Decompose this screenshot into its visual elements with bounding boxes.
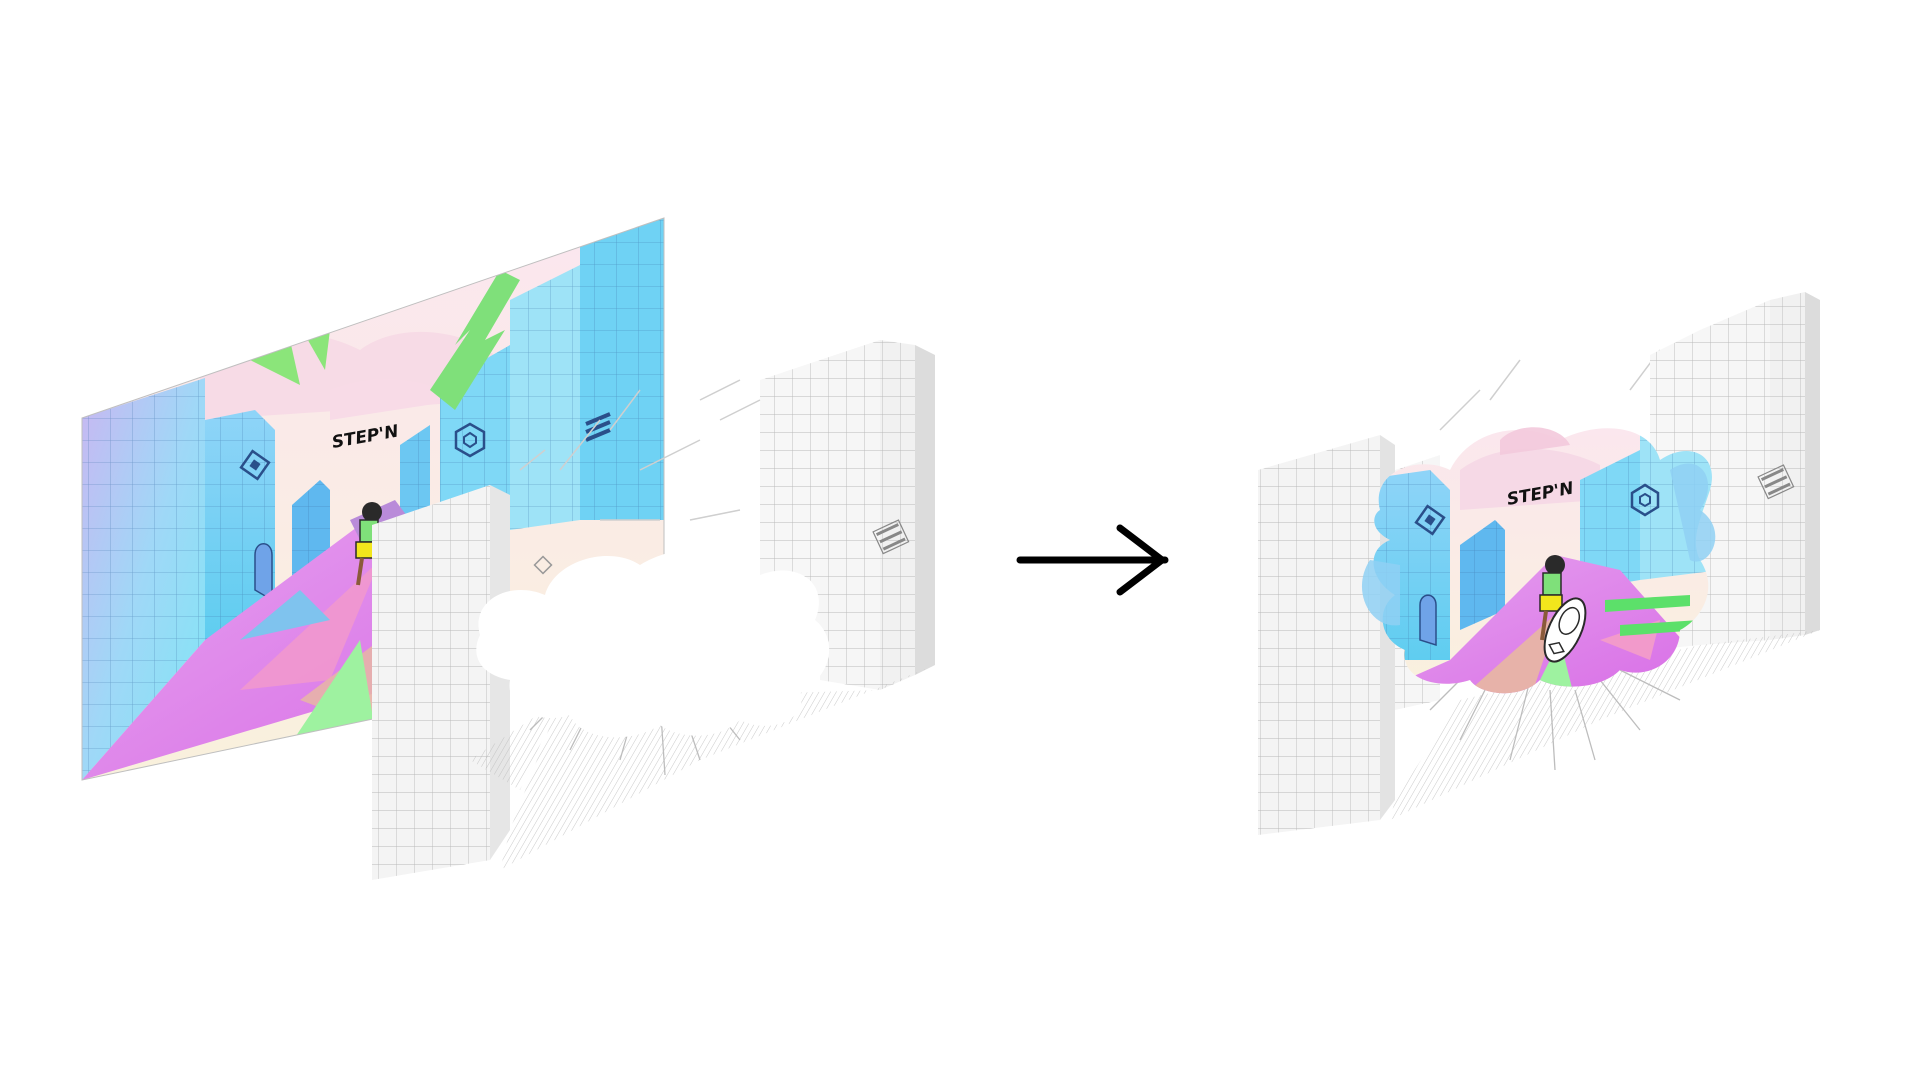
sneaker-sole-icon xyxy=(1543,597,1587,663)
hexagon-logo-icon-right xyxy=(1630,483,1660,517)
composite-scene-panel: STEP'N xyxy=(1258,292,1820,835)
hexagon-logo-icon xyxy=(454,422,486,458)
runner-figure-right xyxy=(1539,555,1565,641)
diamond-sketch-icon xyxy=(533,555,553,575)
stripes-sketch-icon-right xyxy=(1757,464,1795,500)
right-arrow-icon xyxy=(1016,524,1169,596)
stripes-sketch-icon xyxy=(872,519,910,555)
stripes-logo-icon xyxy=(585,412,611,442)
diamond-logo-icon xyxy=(239,449,271,481)
diamond-logo-icon-right xyxy=(1414,504,1446,536)
sketch-scene-panel xyxy=(372,340,935,880)
